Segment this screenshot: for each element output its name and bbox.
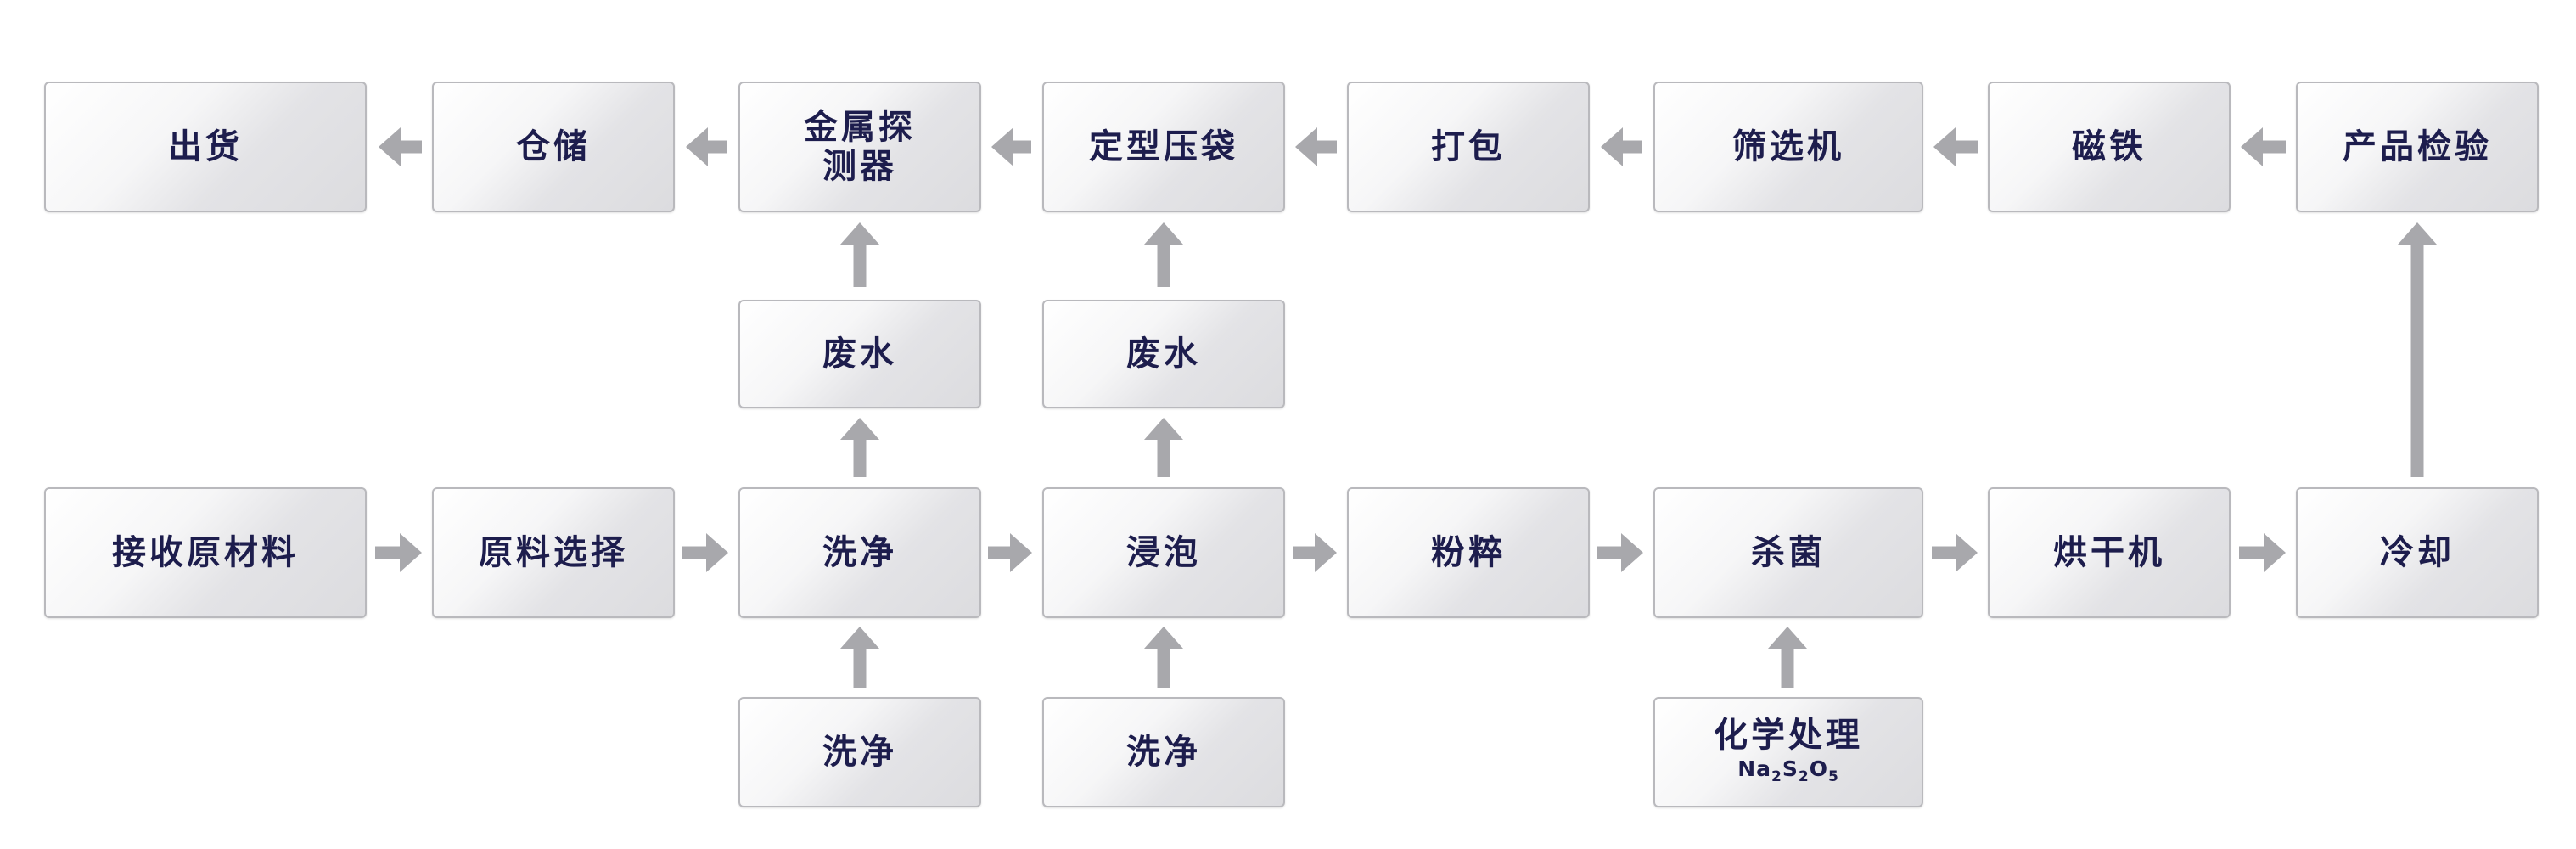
node-label: 浸泡	[1126, 533, 1201, 572]
node-packing: 打包	[1347, 82, 1590, 212]
node-product-inspection: 产品检验	[2296, 82, 2539, 212]
arrow-sieving-to-packing	[1601, 127, 1642, 166]
arrow-packing-to-shaping	[1295, 127, 1337, 166]
node-label: 洗净	[822, 733, 897, 772]
arrow-receive-to-selection	[375, 533, 422, 572]
node-label: 出货	[168, 127, 243, 166]
arrow-waste-water-1-up	[840, 222, 879, 287]
chemical-formula: Na2S2O5	[1737, 756, 1839, 785]
node-label: 杀菌	[1751, 533, 1826, 572]
node-label: 冷却	[2380, 533, 2455, 572]
node-label: 化学处理	[1714, 715, 1863, 755]
node-waste-water-2: 废水	[1042, 300, 1285, 408]
arrow-cooling-to-inspection	[2398, 222, 2437, 477]
arrow-inspection-to-magnet	[2241, 127, 2286, 166]
node-soaking: 浸泡	[1042, 487, 1285, 618]
node-label: 原料选择	[479, 533, 628, 572]
node-label: 磁铁	[2072, 127, 2147, 166]
node-label: 金属探测器	[804, 108, 916, 186]
arrow-washing-input-1-up	[840, 627, 879, 688]
node-label: 洗净	[1126, 733, 1201, 772]
arrow-magnet-to-sieving	[1933, 127, 1978, 166]
node-label: 产品检验	[2343, 127, 2492, 166]
node-sterilization: 杀菌	[1653, 487, 1923, 618]
node-magnet: 磁铁	[1988, 82, 2231, 212]
node-washing-input-1: 洗净	[738, 697, 981, 807]
arrow-sterilization-to-drying	[1932, 533, 1978, 572]
node-label: 废水	[1126, 335, 1201, 374]
arrow-drying-to-cooling	[2239, 533, 2286, 572]
node-label: 烘干机	[2053, 533, 2165, 572]
arrow-waste-water-2-up	[1144, 222, 1183, 287]
node-label: 粉粹	[1431, 533, 1506, 572]
arrow-chemical-to-sterilization	[1768, 627, 1807, 688]
node-waste-water-1: 废水	[738, 300, 981, 408]
arrow-washing-input-2-up	[1144, 627, 1183, 688]
node-metal-detector: 金属探测器	[738, 82, 981, 212]
arrow-selection-to-washing	[682, 533, 728, 572]
node-label: 定型压袋	[1089, 127, 1238, 166]
node-washing-main: 洗净	[738, 487, 981, 618]
node-receive-raw-materials: 接收原材料	[44, 487, 367, 618]
node-chemical-treatment: 化学处理 Na2S2O5	[1653, 697, 1923, 807]
arrow-storage-to-shipping	[379, 127, 422, 166]
node-label: 筛选机	[1732, 127, 1844, 166]
arrow-grinding-to-sterilization	[1597, 533, 1643, 572]
arrow-soaking-to-grinding	[1293, 533, 1337, 572]
arrow-washing-to-waste-water-1	[840, 418, 879, 477]
node-washing-input-2: 洗净	[1042, 697, 1285, 807]
arrow-shaping-to-metal-detector	[991, 127, 1031, 166]
node-raw-material-selection: 原料选择	[432, 487, 675, 618]
node-shipping: 出货	[44, 82, 367, 212]
node-shaping-pressing-bag: 定型压袋	[1042, 82, 1285, 212]
arrow-washing-to-soaking	[988, 533, 1032, 572]
node-grinding: 粉粹	[1347, 487, 1590, 618]
node-storage: 仓储	[432, 82, 675, 212]
node-drying-machine: 烘干机	[1988, 487, 2231, 618]
node-cooling: 冷却	[2296, 487, 2539, 618]
node-label: 接收原材料	[112, 533, 299, 572]
node-label: 打包	[1431, 127, 1506, 166]
node-label: 废水	[822, 335, 897, 374]
arrow-soaking-to-waste-water-2	[1144, 418, 1183, 477]
node-label: 洗净	[822, 533, 897, 572]
arrow-metal-detector-to-storage	[686, 127, 727, 166]
node-label: 仓储	[516, 127, 591, 166]
node-sieving-machine: 筛选机	[1653, 82, 1923, 212]
